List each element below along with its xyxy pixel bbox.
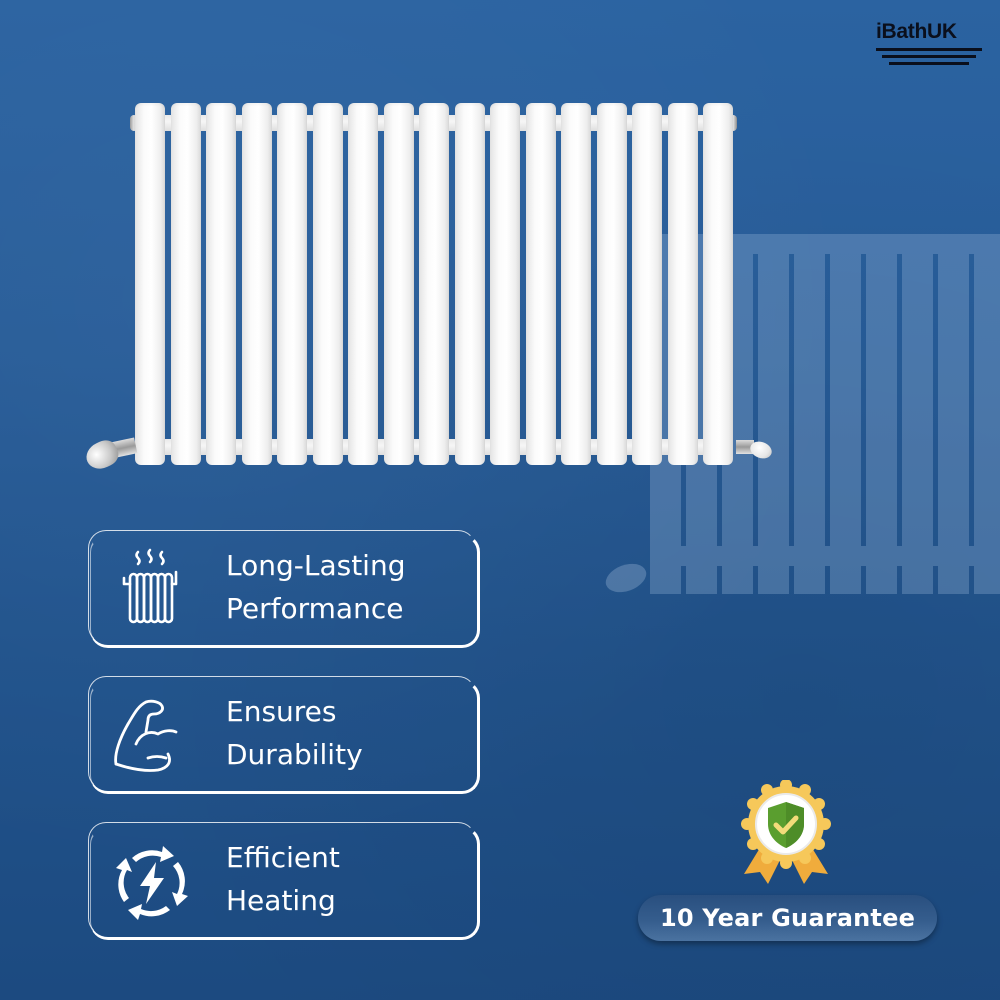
feature-line-2: Heating: [226, 884, 336, 917]
award-shield-check-icon: [738, 779, 834, 886]
logo-underline-3: [889, 62, 969, 65]
feature-line-1: Long-Lasting: [226, 549, 406, 582]
radiator-column: [312, 103, 343, 465]
radiator-column: [667, 103, 698, 465]
ibathuk-logo: iBathUK: [873, 20, 989, 75]
radiator-column: [632, 103, 662, 465]
radiator-column: [170, 103, 201, 465]
feature-text: Efficient Heating: [226, 836, 340, 922]
radiator-bleed-cap-left: [130, 115, 138, 131]
radiator-column: [241, 103, 272, 465]
ghost-bottom-bar: [650, 546, 1000, 566]
ghost-top-bar: [650, 234, 1000, 254]
cycle-lightning-icon: [110, 840, 190, 920]
radiator-column: [383, 103, 414, 465]
radiator-column: [419, 103, 449, 465]
radiator-column: [348, 103, 378, 465]
radiator-column: [703, 103, 733, 465]
radiator-column: [277, 103, 307, 465]
guarantee-badge: 10 Year Guarantee: [638, 895, 937, 941]
guarantee-label: 10 Year Guarantee: [659, 904, 916, 932]
feature-line-1: Efficient: [226, 841, 340, 874]
logo-underline-2: [882, 55, 976, 58]
feature-line-2: Durability: [226, 738, 363, 771]
ghost-column: [902, 234, 933, 594]
card-border-shadow: [90, 826, 480, 940]
radiator-heat-icon: [110, 548, 190, 628]
radiator-column: [525, 103, 556, 465]
card-border-shadow: [90, 680, 480, 794]
radiator-column: [454, 103, 485, 465]
radiator-column: [206, 103, 236, 465]
ghost-column: [830, 234, 861, 594]
radiator-column: [596, 103, 627, 465]
logo-text: iBathUK: [876, 20, 957, 43]
feature-card-durability: Ensures Durability: [88, 676, 480, 794]
radiator-column: [135, 103, 165, 465]
flexed-arm-icon: [110, 694, 190, 774]
ghost-valve: [601, 558, 651, 598]
radiator-product-image: [130, 103, 737, 467]
radiator-column: [490, 103, 520, 465]
radiator-valve-right: [736, 436, 776, 464]
radiator-valve-left: [82, 436, 138, 474]
card-border: [88, 530, 476, 644]
logo-underline-1: [876, 48, 982, 51]
feature-card-efficient-heating: Efficient Heating: [88, 822, 480, 940]
card-border: [88, 676, 476, 790]
feature-text: Ensures Durability: [226, 690, 363, 776]
ghost-column: [974, 234, 1000, 594]
card-border: [88, 822, 476, 936]
feature-card-long-lasting: Long-Lasting Performance: [88, 530, 480, 648]
ghost-column: [758, 234, 789, 594]
ghost-column: [938, 234, 969, 594]
ghost-column: [866, 234, 897, 594]
feature-text: Long-Lasting Performance: [226, 544, 405, 630]
card-border-shadow: [90, 534, 480, 648]
radiator-bleed-cap-right: [729, 115, 737, 131]
ghost-column: [794, 234, 825, 594]
feature-line-2: Performance: [226, 592, 404, 625]
radiator-column: [561, 103, 591, 465]
feature-line-1: Ensures: [226, 695, 337, 728]
